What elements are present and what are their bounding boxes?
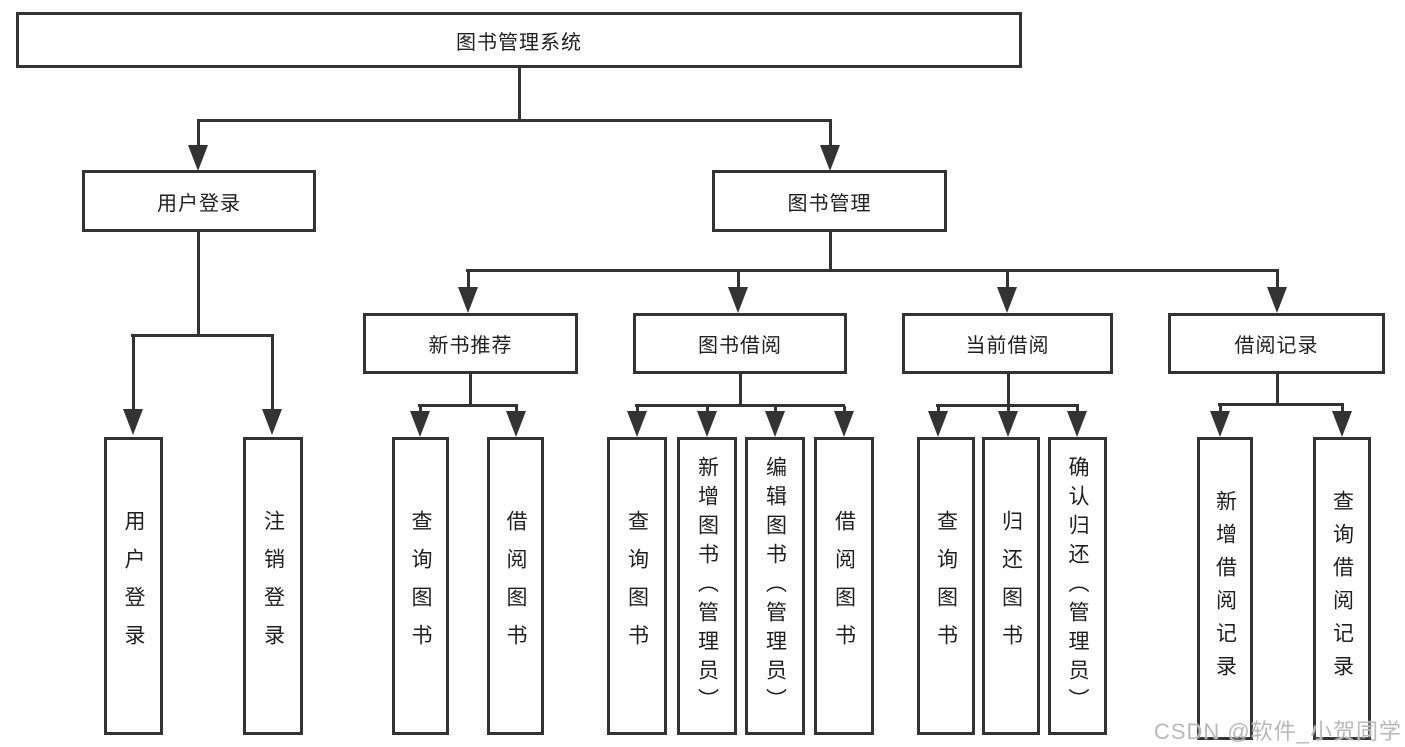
connector-line <box>515 406 518 412</box>
arrow-down-icon <box>410 411 430 437</box>
connector-line <box>1276 272 1279 289</box>
connector-line <box>774 406 777 412</box>
connector-line <box>1219 405 1222 412</box>
arrow-down-icon <box>262 409 282 435</box>
connector-line <box>131 334 274 337</box>
leaf-user-login: 用户登录 <box>104 437 163 735</box>
node-book-management: 图书管理 <box>712 170 947 232</box>
node-label: 借阅图书 <box>504 510 527 662</box>
connector-line <box>706 406 709 412</box>
node-label: 查询图书 <box>625 510 649 662</box>
connector-line <box>467 272 470 289</box>
leaf-query-books: 查询图书 <box>607 437 667 735</box>
arrow-down-icon <box>123 409 143 435</box>
arrow-down-icon <box>697 411 717 437</box>
node-library-management-system: 图书管理系统 <box>16 12 1022 68</box>
leaf-add-borrow-record: 新增借阅记录 <box>1197 437 1253 740</box>
node-label: 确认归还（管理员） <box>1066 455 1089 717</box>
node-label: 查询图书 <box>934 510 958 662</box>
leaf-logout: 注销登录 <box>243 437 303 735</box>
connector-line <box>1341 405 1344 412</box>
arrow-down-icon <box>188 145 208 171</box>
node-new-book-recommendation: 新书推荐 <box>363 313 578 374</box>
node-label: 新书推荐 <box>428 335 513 357</box>
node-label: 图书管理系统 <box>456 31 582 54</box>
node-label: 用户登录 <box>122 510 145 662</box>
arrow-down-icon <box>1267 287 1287 313</box>
watermark: CSDN @软件_小贺同学 <box>1153 719 1402 744</box>
arrow-down-icon <box>765 411 785 437</box>
connector-line <box>843 406 846 412</box>
leaf-query-books: 查询图书 <box>392 437 449 735</box>
connector-line <box>518 68 521 121</box>
arrow-down-icon <box>820 145 840 171</box>
connector-line <box>737 272 740 289</box>
node-label: 借阅图书 <box>832 510 856 662</box>
connector-line <box>419 406 422 412</box>
connector-line <box>1218 403 1344 406</box>
arrow-down-icon <box>834 411 854 437</box>
node-label: 当前借阅 <box>965 335 1050 357</box>
connector-line <box>197 232 200 336</box>
arrow-down-icon <box>627 411 647 437</box>
connector-line <box>197 119 832 122</box>
leaf-add-books-admin: 新增图书（管理员） <box>677 437 737 735</box>
node-label: 归还图书 <box>999 510 1023 662</box>
arrow-down-icon <box>458 287 478 313</box>
connector-line <box>936 404 1079 407</box>
node-label: 新增借阅记录 <box>1213 489 1237 688</box>
connector-line <box>1006 272 1009 289</box>
connector-line <box>937 406 940 412</box>
node-label: 用户登录 <box>157 192 241 215</box>
leaf-return-books: 归还图书 <box>982 437 1040 735</box>
connector-line <box>197 121 200 148</box>
node-label: 编辑图书（管理员） <box>763 455 787 717</box>
connector-line <box>829 121 832 148</box>
leaf-edit-books-admin: 编辑图书（管理员） <box>745 437 805 735</box>
arrow-down-icon <box>928 411 948 437</box>
connector-line <box>1007 374 1010 406</box>
arrow-down-icon <box>1067 411 1087 437</box>
arrow-down-icon <box>1332 411 1352 437</box>
connector-line <box>1007 406 1010 412</box>
node-borrowing-records: 借阅记录 <box>1168 313 1385 374</box>
arrow-down-icon <box>728 287 748 313</box>
connector-line <box>829 232 832 271</box>
leaf-confirm-return-admin: 确认归还（管理员） <box>1048 437 1107 735</box>
connector-line <box>636 406 639 412</box>
node-label: 图书管理 <box>787 192 872 215</box>
arrow-down-icon <box>1210 411 1230 437</box>
connector-line <box>739 374 742 406</box>
connector-line <box>132 336 135 410</box>
node-label: 图书借阅 <box>698 335 782 357</box>
connector-line <box>1076 406 1079 412</box>
node-user-login: 用户登录 <box>82 170 316 232</box>
leaf-query-borrow-record: 查询借阅记录 <box>1313 437 1371 740</box>
connector-line <box>271 336 274 410</box>
arrow-down-icon <box>506 411 526 437</box>
connector-line <box>469 374 472 406</box>
connector-line <box>418 404 518 407</box>
arrow-down-icon <box>998 411 1018 437</box>
connector-line <box>1276 374 1279 405</box>
node-book-borrowing: 图书借阅 <box>633 313 847 374</box>
node-label: 查询图书 <box>409 510 432 662</box>
connector-line <box>635 404 845 407</box>
node-label: 查询借阅记录 <box>1330 489 1354 688</box>
node-current-borrowing: 当前借阅 <box>902 313 1113 374</box>
node-label: 借阅记录 <box>1234 335 1319 357</box>
node-label: 新增图书（管理员） <box>695 455 719 717</box>
node-label: 注销登录 <box>261 510 285 662</box>
leaf-borrow-books: 借阅图书 <box>814 437 874 735</box>
arrow-down-icon <box>997 287 1017 313</box>
leaf-borrow-books: 借阅图书 <box>487 437 544 735</box>
connector-line <box>466 269 1279 272</box>
leaf-query-books: 查询图书 <box>917 437 975 735</box>
